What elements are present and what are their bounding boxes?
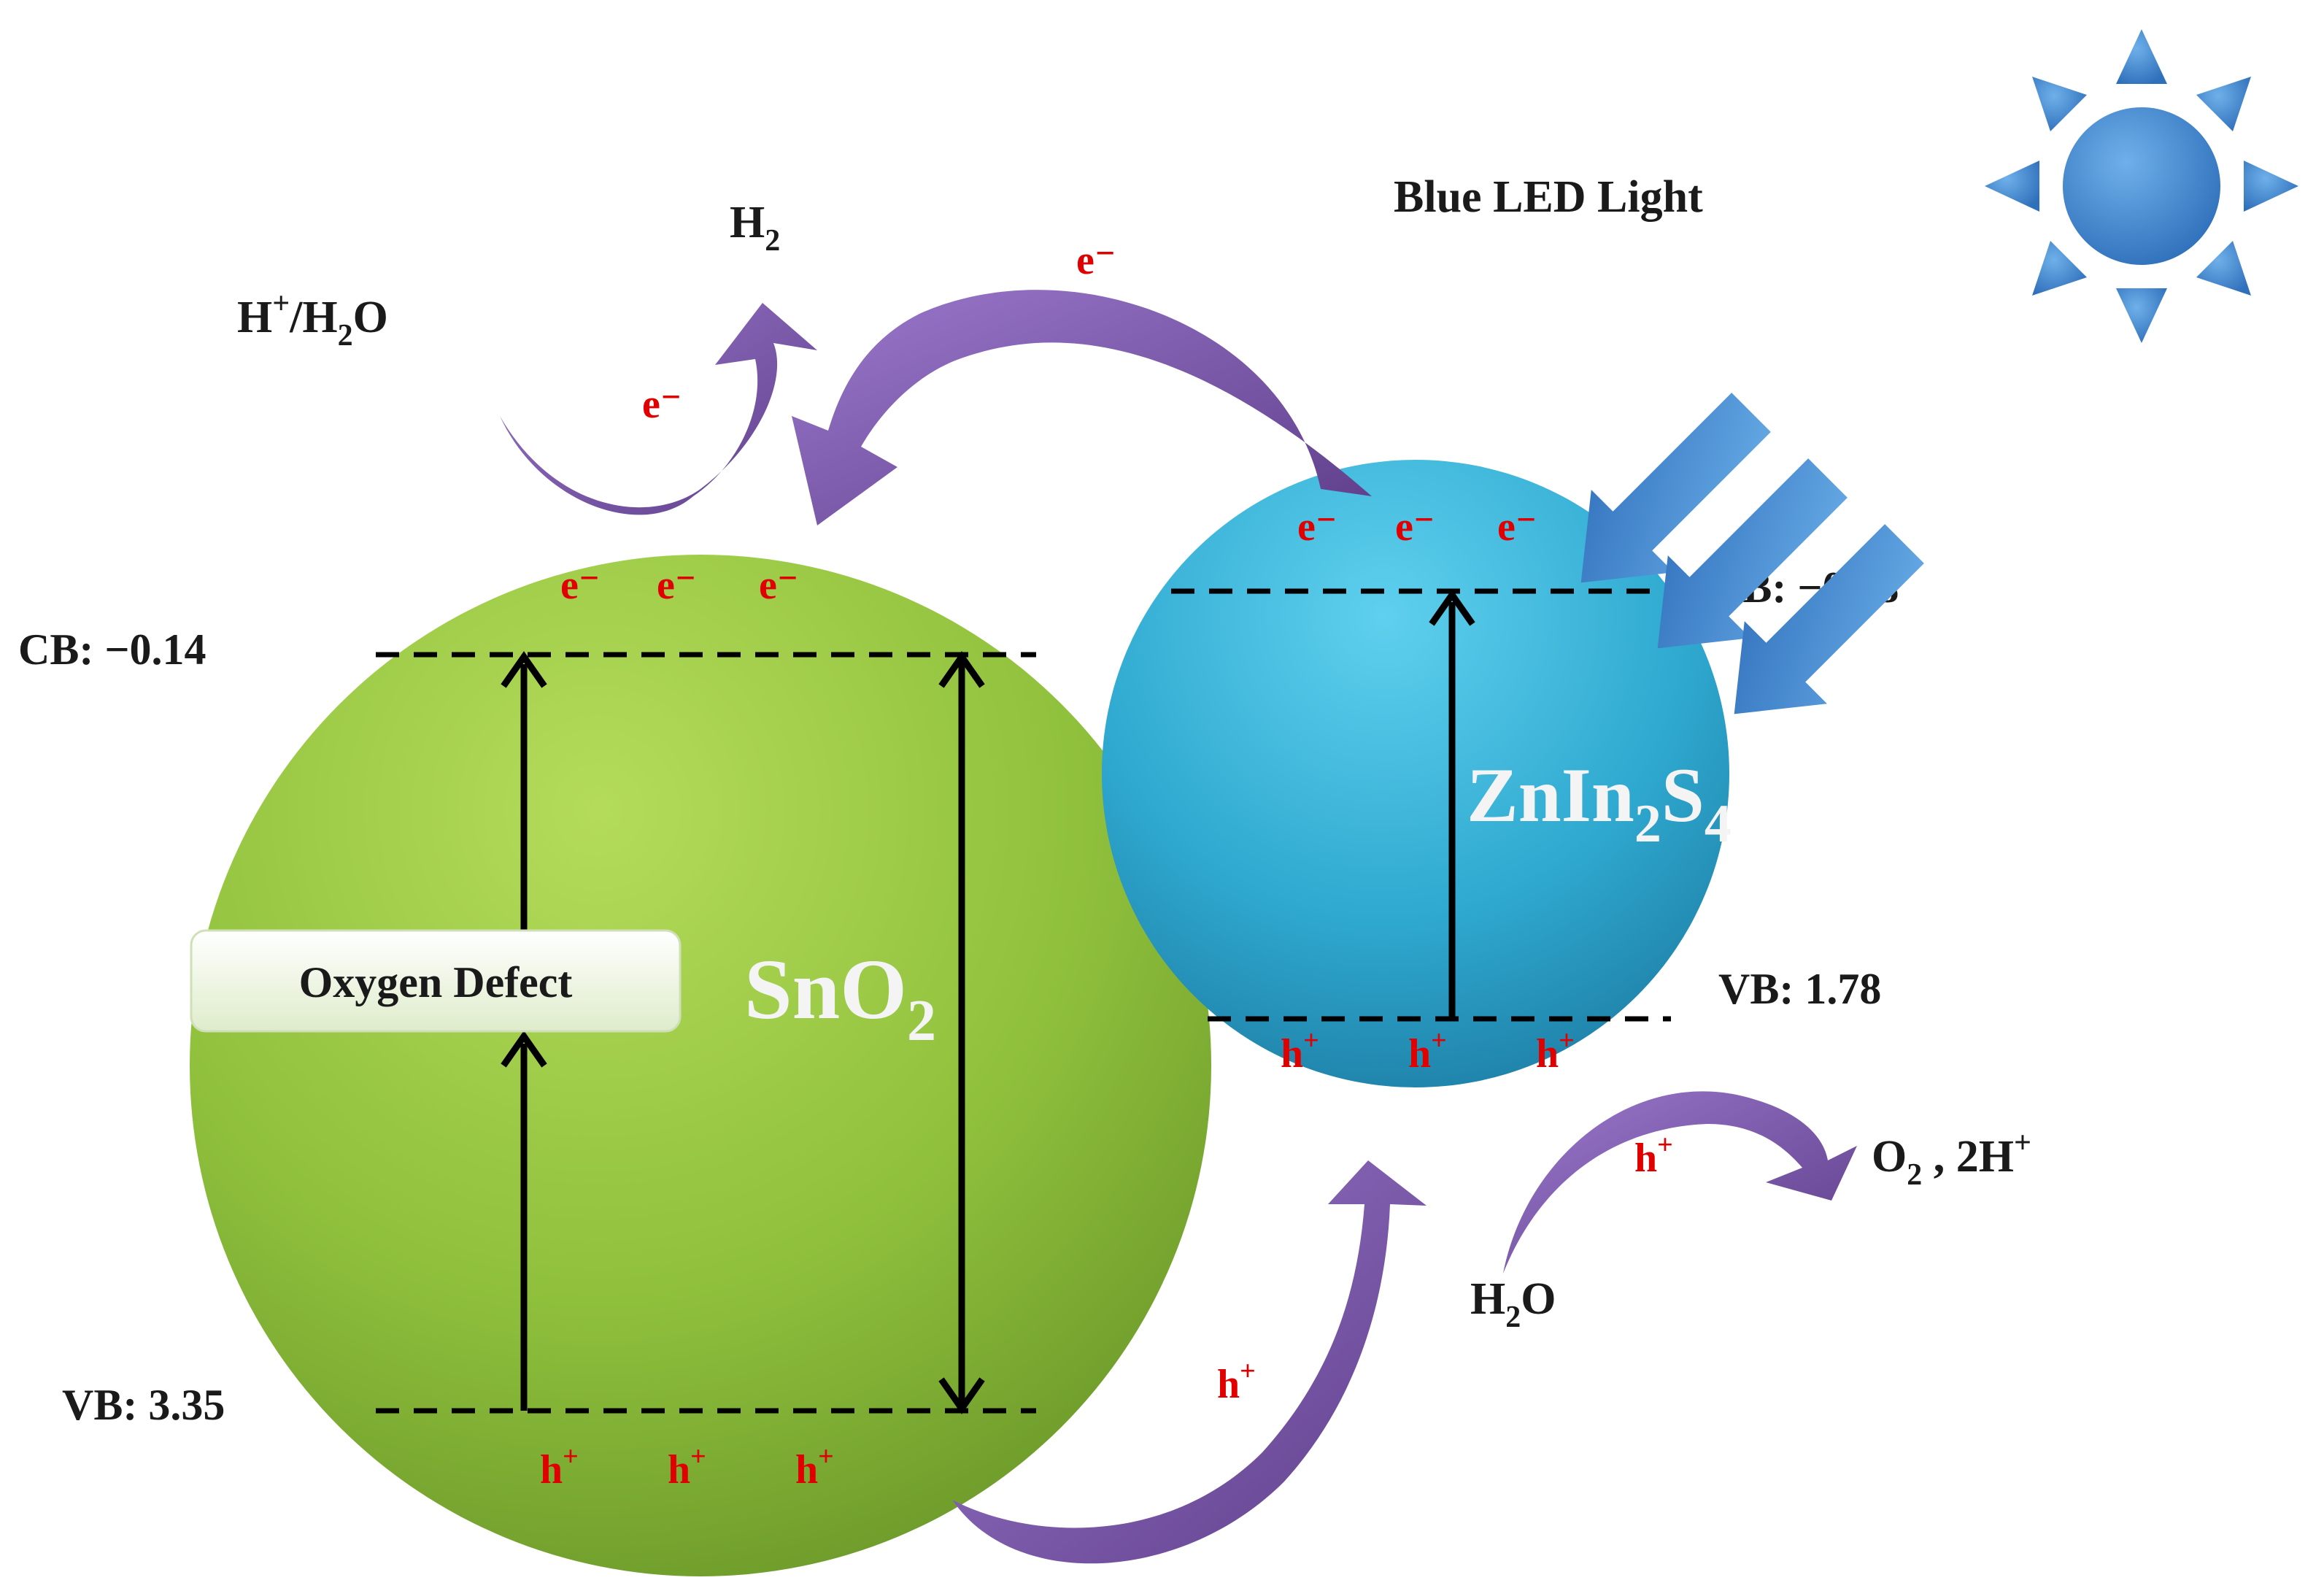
oxygen-defect-level: Oxygen Defect [190, 929, 682, 1033]
znin2s4-vb-label: VB: 1.78 [1718, 965, 1881, 1013]
light-source-label: Blue LED Light [1394, 172, 1703, 222]
transfer-electron-label: e⁻ [1076, 238, 1116, 283]
reduction-reactant-label: H+/H2O [237, 287, 388, 353]
sno2-hole: h+ [540, 1441, 579, 1492]
transfer-hole-label: h+ [1217, 1356, 1256, 1407]
sno2-hole: h+ [795, 1441, 834, 1492]
oxidation-product-label: O2 , 2H+ [1872, 1126, 2031, 1192]
sno2-vb-label: VB: 3.35 [62, 1381, 225, 1429]
znin2s4-electron: e⁻ [1395, 504, 1435, 550]
oxidation-reactant-label: H2O [1470, 1274, 1556, 1334]
znin2s4-electron: e⁻ [1497, 504, 1537, 550]
sno2-electron: e⁻ [560, 563, 600, 608]
sno2-label: SnO2 [744, 941, 936, 1053]
h2-electron-label: e⁻ [642, 382, 682, 427]
sno2-excitation-arrow-lower [501, 1031, 547, 1411]
sno2-electron: e⁻ [759, 563, 798, 608]
sno2-bandgap-arrow [938, 651, 985, 1414]
water-oxidation-arrow [1503, 1091, 1857, 1274]
oxygen-defect-label: Oxygen Defect [299, 958, 573, 1006]
znin2s4-electron: e⁻ [1297, 504, 1337, 550]
oxidation-hole-label: h+ [1634, 1130, 1673, 1181]
sno2-cb-label: CB: −0.14 [18, 625, 206, 674]
h2-evolution-arrow [500, 303, 817, 515]
znin2s4-particle [1102, 460, 1729, 1087]
znin2s4-hole: h+ [1536, 1025, 1575, 1076]
light-beam-arrows [1580, 393, 1924, 714]
znin2s4-excitation-arrow [1429, 589, 1475, 1019]
sno2-electron: e⁻ [657, 563, 696, 608]
sun-icon [1985, 29, 2298, 343]
sno2-particle [190, 555, 1211, 1576]
znin2s4-hole: h+ [1408, 1025, 1447, 1076]
znin2s4-label: ZnIn2S4 [1467, 752, 1732, 854]
electron-transfer-arrow [792, 290, 1372, 525]
reduction-product-label: H2 [730, 198, 780, 258]
sno2-excitation-arrow-upper [501, 651, 547, 931]
hole-transfer-arrow [952, 1160, 1427, 1564]
sno2-hole: h+ [668, 1441, 706, 1492]
znin2s4-hole: h+ [1281, 1025, 1319, 1076]
